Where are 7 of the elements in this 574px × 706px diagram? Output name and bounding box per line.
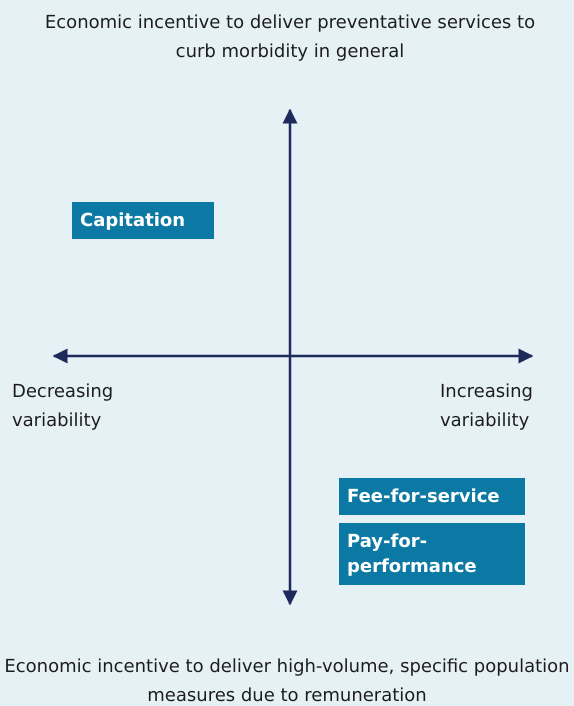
axis-title: Economic incentive to deliver high-volume, specific population measures due to remuneration bbox=[3, 655, 571, 706]
payment-model-box: Fee-for-service bbox=[339, 478, 525, 515]
axis-title: Economic incentive to deliver preventative services to curb morbidity in general bbox=[44, 11, 536, 64]
axis-label: Increasing variability bbox=[440, 380, 534, 433]
payment-model-box: Capitation bbox=[72, 202, 214, 239]
payment-model-box: Pay-for-performance bbox=[339, 523, 525, 585]
axis-label: Decreasing variability bbox=[12, 380, 114, 433]
